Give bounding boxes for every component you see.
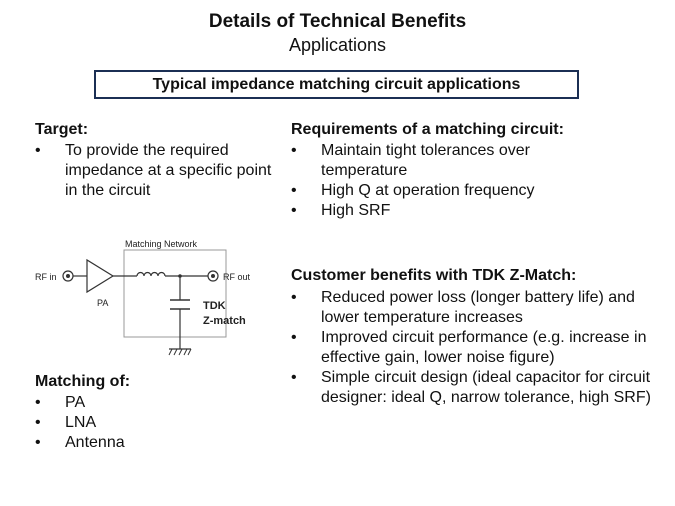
zmatch-label: Z-match xyxy=(203,315,246,327)
target-heading: Target: xyxy=(35,121,89,138)
customer-list: •Reduced power loss (longer battery life… xyxy=(291,288,661,408)
matching-list: •PA •LNA •Antenna xyxy=(35,393,235,453)
list-item: •Maintain tight tolerances over temperat… xyxy=(291,142,530,179)
inductor-icon xyxy=(136,271,166,277)
page-subtitle: Applications xyxy=(288,35,387,55)
requirements-heading: Requirements of a matching circuit: xyxy=(291,121,564,138)
banner-box: Typical impedance matching circuit appli… xyxy=(94,70,579,99)
matching-network-label: Matching Network xyxy=(125,239,198,249)
rf-out-label: RF out xyxy=(223,272,251,282)
amplifier-icon xyxy=(86,258,115,294)
list-item: •High SRF xyxy=(291,202,391,219)
matching-heading: Matching of: xyxy=(35,373,131,390)
list-item: •Reduced power loss (longer battery life… xyxy=(291,289,635,326)
list-item: •Improved circuit performance (e.g. incr… xyxy=(291,329,647,366)
page-title: Details of Technical Benefits xyxy=(208,11,467,32)
rf-in-label: RF in xyxy=(35,272,57,282)
list-item: •To provide the required impedance at a … xyxy=(35,142,272,199)
pa-label: PA xyxy=(97,298,108,308)
customer-heading: Customer benefits with TDK Z-Match: xyxy=(291,267,577,284)
tdk-label: TDK xyxy=(203,300,226,312)
target-list: •To provide the required impedance at a … xyxy=(35,141,275,201)
rf-out-port-icon xyxy=(207,270,219,282)
list-item: •High Q at operation frequency xyxy=(291,182,535,199)
requirements-list: •Maintain tight tolerances over temperat… xyxy=(291,141,591,221)
matching-network-box xyxy=(123,249,227,338)
list-item: •LNA xyxy=(35,414,97,431)
list-item: •PA xyxy=(35,394,86,411)
list-item: •Antenna xyxy=(35,434,125,451)
list-item: •Simple circuit design (ideal capacitor … xyxy=(291,369,651,406)
matching-network-diagram: Matching Network RF in PA RF out TDK Z-m… xyxy=(35,239,251,356)
